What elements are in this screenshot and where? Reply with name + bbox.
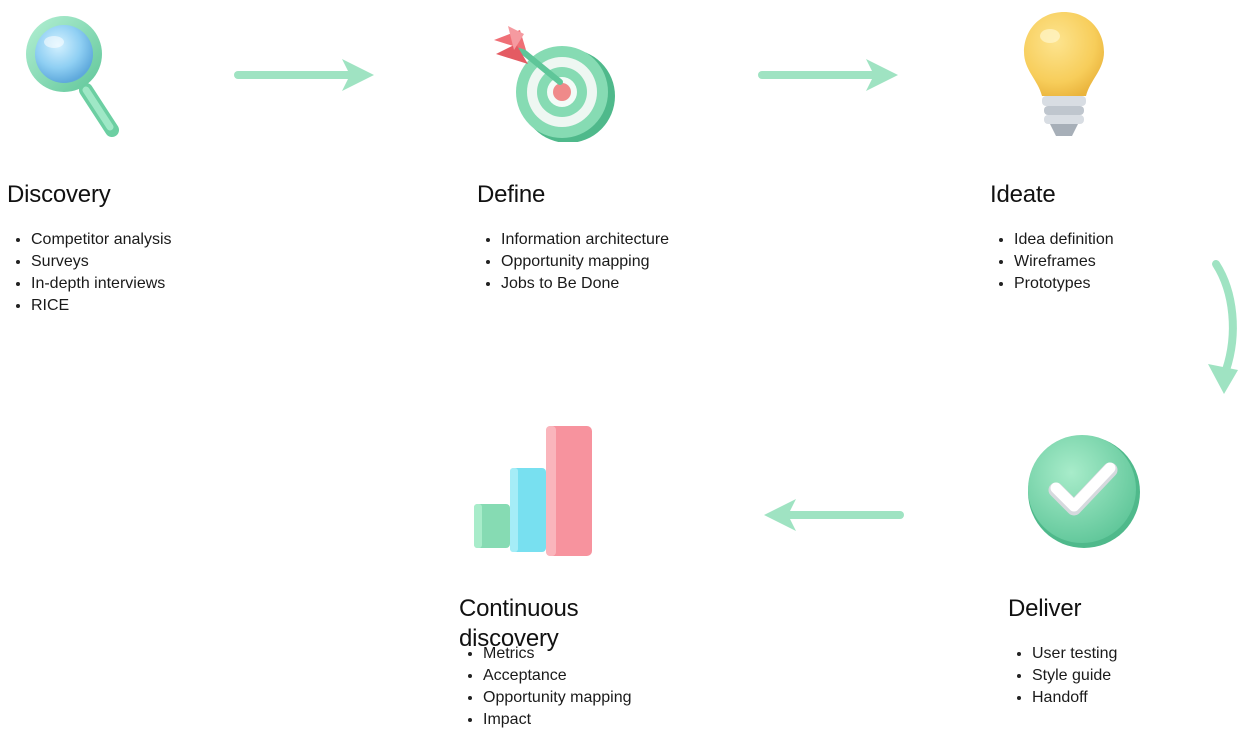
list-item: Opportunity mapping bbox=[459, 687, 632, 709]
list-item: Acceptance bbox=[459, 665, 632, 687]
stage-title: Discovery bbox=[7, 181, 111, 208]
list-item: Surveys bbox=[7, 251, 172, 273]
list-item: User testing bbox=[1008, 643, 1117, 665]
arrow-right-icon bbox=[758, 59, 898, 91]
list-item: Information architecture bbox=[477, 229, 669, 251]
list-item: Idea definition bbox=[990, 229, 1114, 251]
stage-title: Continuous discovery bbox=[459, 595, 579, 652]
list-item: Competitor analysis bbox=[7, 229, 172, 251]
list-item: In-depth interviews bbox=[7, 273, 172, 295]
arrow-left-icon bbox=[764, 499, 904, 531]
lightbulb-icon bbox=[1024, 12, 1104, 136]
list-item: Opportunity mapping bbox=[477, 251, 669, 273]
stage-items: Metrics Acceptance Opportunity mapping I… bbox=[459, 643, 632, 731]
stage-items: Competitor analysis Surveys In-depth int… bbox=[7, 229, 172, 317]
list-item: Metrics bbox=[459, 643, 632, 665]
stage-title: Ideate bbox=[990, 181, 1056, 208]
list-item: Style guide bbox=[1008, 665, 1117, 687]
checkmark-badge-icon bbox=[1028, 435, 1140, 548]
list-item: RICE bbox=[7, 295, 172, 317]
magnifier-icon bbox=[26, 16, 119, 137]
stage-items: Idea definition Wireframes Prototypes bbox=[990, 229, 1114, 295]
arrow-curved-down-icon bbox=[1208, 260, 1238, 394]
list-item: Handoff bbox=[1008, 687, 1117, 709]
stage-items: Information architecture Opportunity map… bbox=[477, 229, 669, 295]
arrow-right-icon bbox=[234, 59, 374, 91]
stage-title: Define bbox=[477, 181, 546, 208]
list-item: Impact bbox=[459, 709, 632, 731]
bar-chart-icon bbox=[474, 426, 592, 556]
list-item: Wireframes bbox=[990, 251, 1114, 273]
list-item: Prototypes bbox=[990, 273, 1114, 295]
stage-title: Deliver bbox=[1008, 595, 1082, 622]
target-dart-icon bbox=[494, 26, 615, 142]
list-item: Jobs to Be Done bbox=[477, 273, 669, 295]
stage-items: User testing Style guide Handoff bbox=[1008, 643, 1117, 709]
